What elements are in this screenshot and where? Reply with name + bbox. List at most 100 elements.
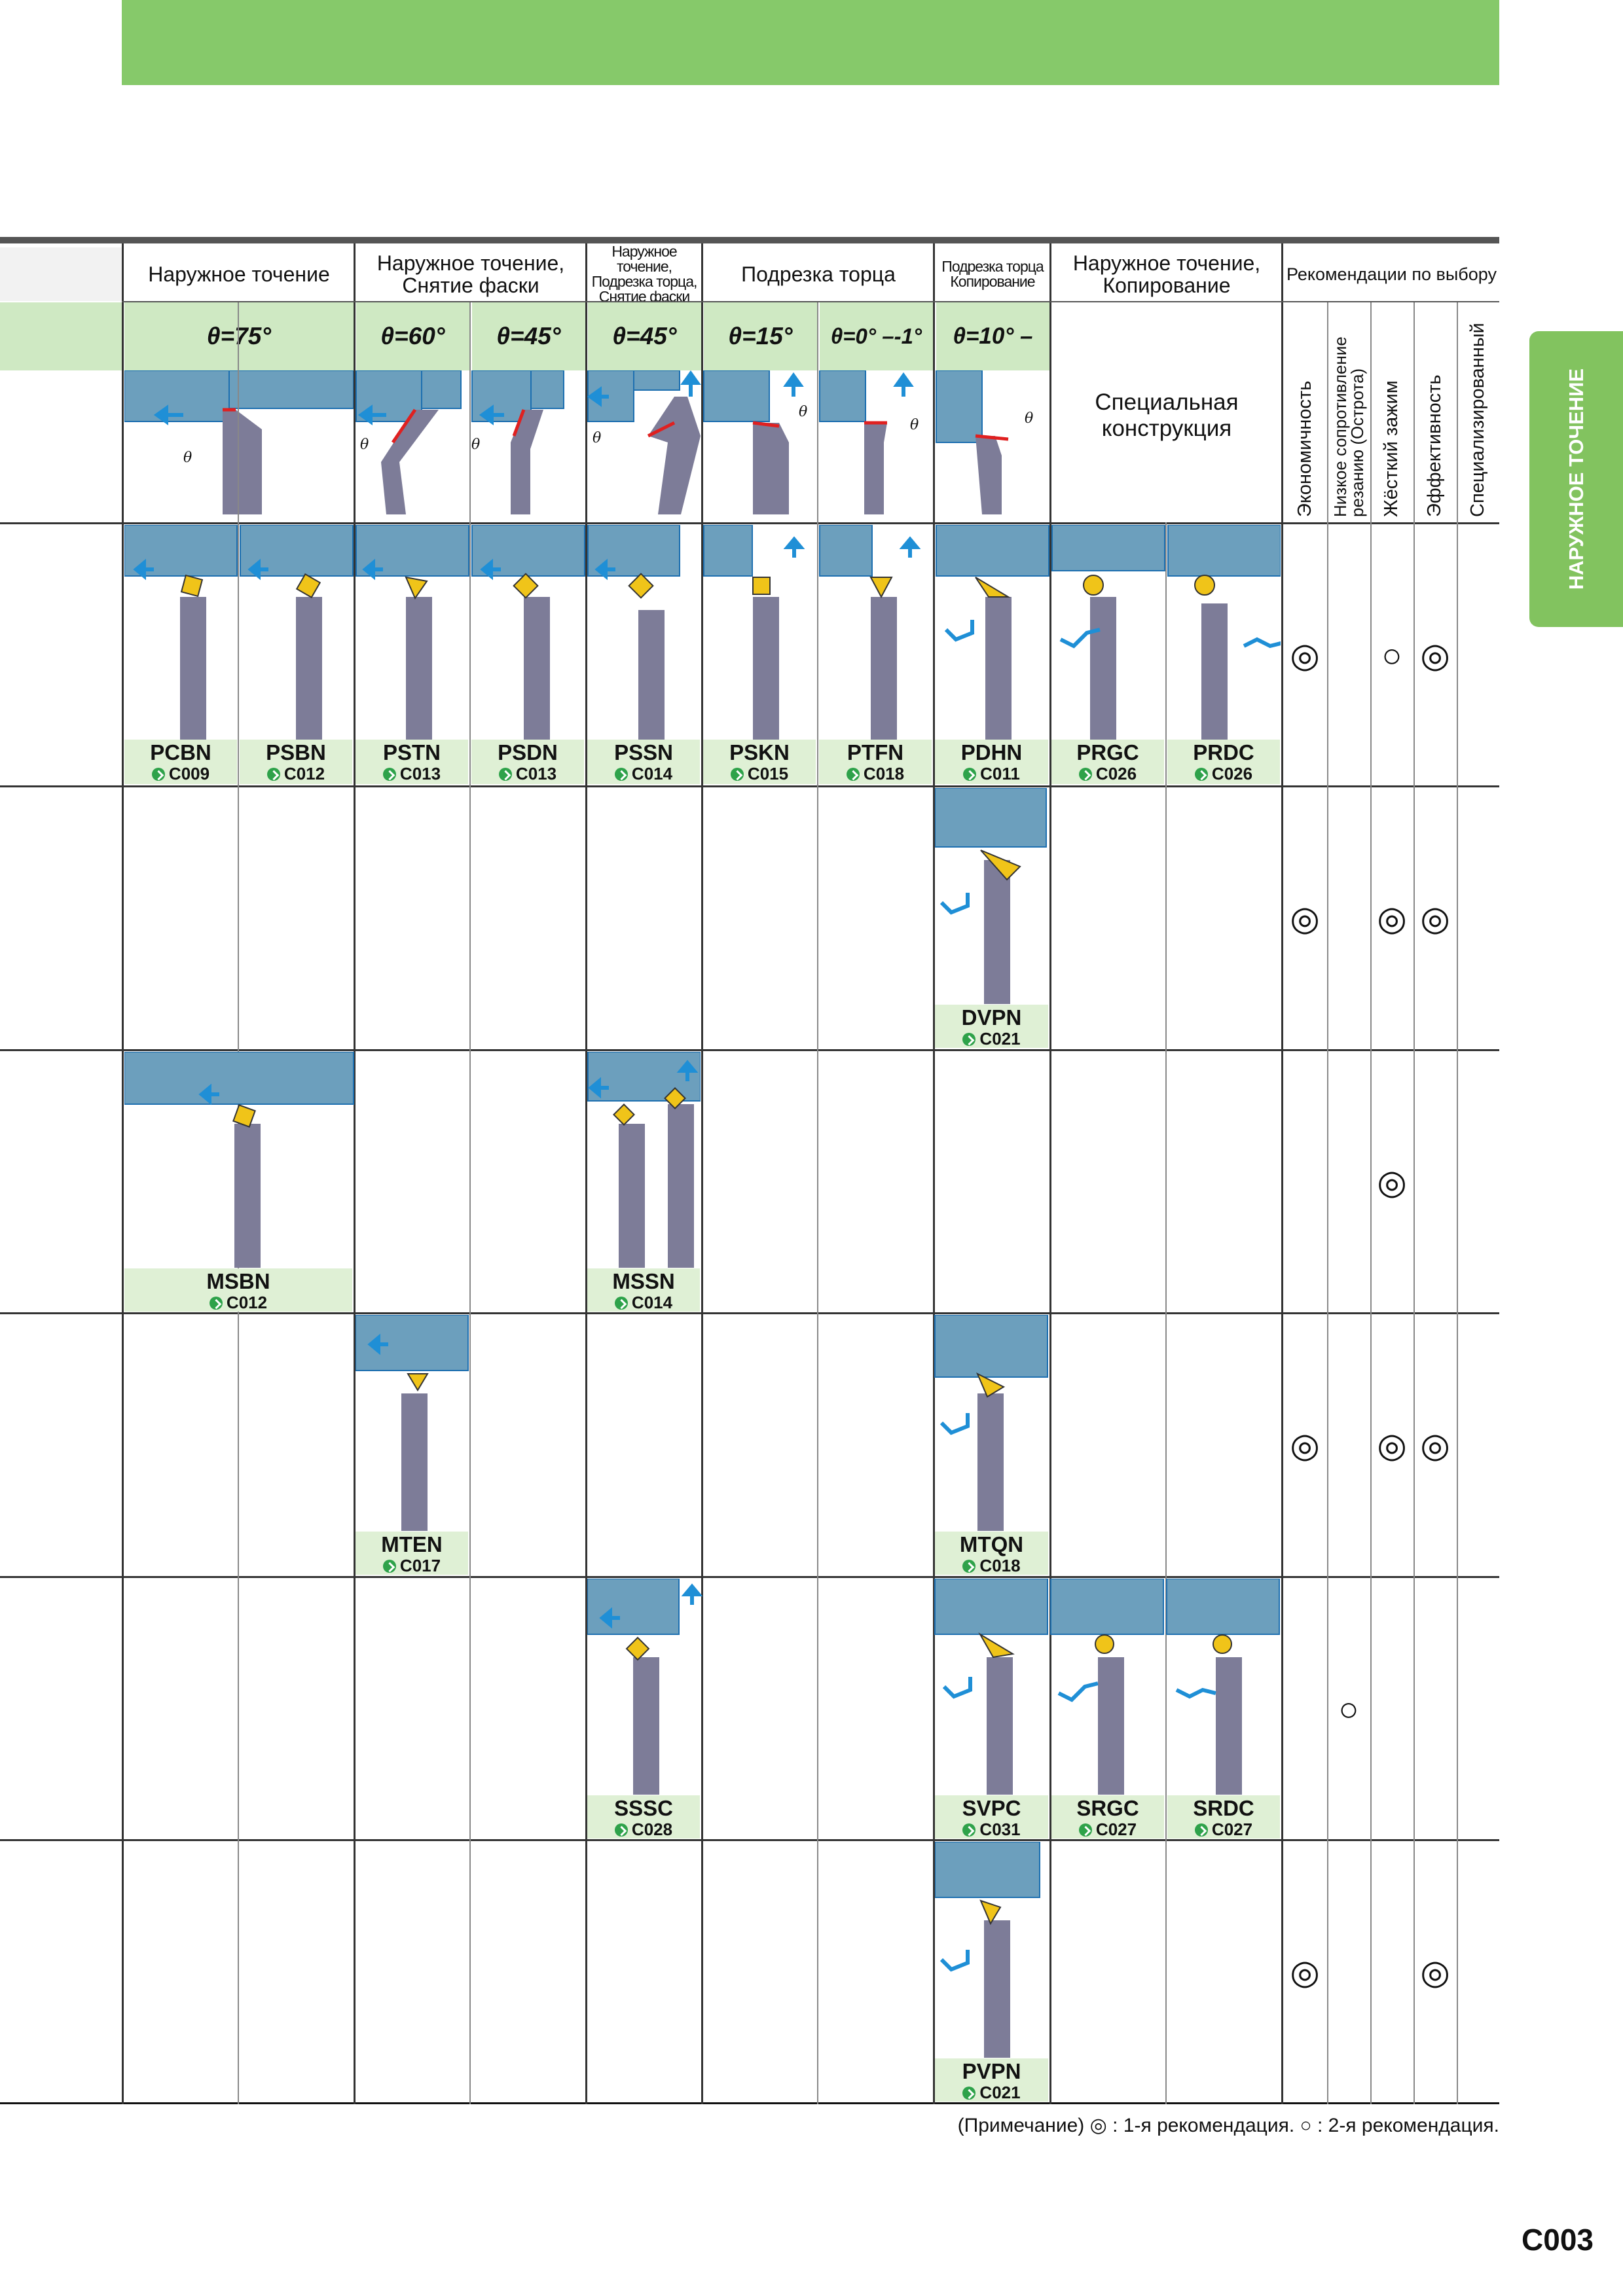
rec-mark-r4-efficiency: ◎ bbox=[1420, 1427, 1450, 1465]
col-rule-11 bbox=[1327, 301, 1328, 2104]
rec-mark-r4-rigid: ◎ bbox=[1377, 1427, 1407, 1465]
col-rule-13 bbox=[1413, 301, 1415, 2104]
arrow-right-icon bbox=[382, 1560, 396, 1573]
arrow-right-icon bbox=[730, 768, 744, 781]
arrow-right-icon bbox=[846, 768, 860, 781]
col-rule-2 bbox=[354, 243, 356, 2104]
rec-mark-r5-sharpness: ○ bbox=[1338, 1691, 1359, 1729]
rec-col-specialized: Специализированный bbox=[1467, 323, 1488, 517]
col-rule-12 bbox=[1370, 301, 1372, 2104]
row5-tool-illustrations bbox=[587, 1579, 1280, 1795]
row6-tool-PVPN bbox=[935, 1842, 1040, 2058]
angle-60: θ=60° bbox=[356, 302, 469, 370]
rec-mark-r1-rigid: ○ bbox=[1381, 637, 1402, 675]
svg-text:θ: θ bbox=[183, 450, 192, 466]
row4-tool-illustrations bbox=[356, 1315, 1048, 1531]
col-rule-5 bbox=[701, 243, 703, 2104]
angle-15: θ=15° bbox=[704, 302, 817, 370]
header-facing: Подрезка торца bbox=[741, 262, 896, 286]
arrow-right-icon bbox=[614, 1297, 628, 1310]
svg-text:θ: θ bbox=[593, 430, 601, 446]
row3-tool-illustrations bbox=[124, 1052, 701, 1268]
svg-text:θ: θ bbox=[910, 417, 919, 433]
col-rule-6 bbox=[817, 301, 818, 2104]
arrow-right-icon bbox=[962, 1560, 976, 1573]
col-rule-3 bbox=[469, 301, 471, 2104]
arrow-right-icon bbox=[266, 768, 280, 781]
angle-10: θ=10° – bbox=[936, 302, 1049, 370]
rec-col-rigid-clamping: Жёсткий зажим bbox=[1381, 380, 1402, 517]
svg-text:θ: θ bbox=[799, 404, 807, 420]
header-outer-turning: Наружное точение bbox=[148, 262, 330, 286]
arrow-right-icon bbox=[614, 1823, 628, 1837]
row-rule-4 bbox=[0, 1312, 1499, 1314]
angle-45-a: θ=45° bbox=[472, 302, 585, 370]
arrow-right-icon bbox=[1078, 1823, 1092, 1837]
arrow-right-icon bbox=[151, 768, 165, 781]
section-side-tab: НАРУЖНОЕ ТОЧЕНИЕ bbox=[1529, 331, 1623, 627]
rec-mark-r6-economy: ◎ bbox=[1290, 1954, 1320, 1992]
row-rule-6 bbox=[0, 1839, 1499, 1841]
left-ghost-cell-1 bbox=[0, 247, 122, 301]
col-rule-9 bbox=[1165, 522, 1167, 2104]
special-design-label: Специальная конструкция bbox=[1095, 389, 1239, 441]
table-top-rule bbox=[0, 237, 1499, 243]
rec-mark-r4-economy: ◎ bbox=[1290, 1427, 1320, 1465]
angle-45-b: θ=45° bbox=[588, 302, 701, 370]
section-tab-label: НАРУЖНОЕ ТОЧЕНИЕ bbox=[1564, 368, 1588, 590]
row1-tool-illustrations bbox=[124, 525, 1281, 741]
arrow-right-icon bbox=[962, 1033, 976, 1046]
arrow-right-icon bbox=[382, 768, 396, 781]
arrow-right-icon bbox=[498, 768, 512, 781]
arrow-right-icon bbox=[1078, 768, 1092, 781]
header-facing-copying: Подрезка торца Копирование bbox=[941, 258, 1044, 290]
arrow-right-icon bbox=[614, 768, 628, 781]
footnote: (Примечание) ◎ : 1-я рекомендация. ○ : 2… bbox=[957, 2115, 1499, 2136]
arrow-right-icon bbox=[963, 768, 977, 781]
arrow-right-icon bbox=[209, 1297, 223, 1310]
rec-mark-r1-economy: ◎ bbox=[1290, 637, 1320, 675]
header-turning-facing-chamfer: Наружное точение, Подрезка торца, Снятие… bbox=[591, 243, 698, 305]
col-rule-0 bbox=[122, 243, 124, 2104]
angle-0: θ=0° –-1° bbox=[820, 302, 933, 370]
row-rule-2 bbox=[0, 785, 1499, 787]
arrow-right-icon bbox=[962, 1823, 976, 1837]
arrow-right-icon bbox=[1194, 1823, 1208, 1837]
row-rule-1 bbox=[0, 522, 1499, 524]
rec-col-economy: Экономичность bbox=[1294, 380, 1315, 517]
row-rule-5 bbox=[0, 1576, 1499, 1578]
svg-text:θ: θ bbox=[471, 437, 480, 453]
rec-mark-r2-economy: ◎ bbox=[1290, 900, 1320, 938]
angle-75: θ=75° bbox=[124, 302, 354, 370]
rec-mark-r3-rigid: ◎ bbox=[1377, 1164, 1407, 1202]
arrow-right-icon bbox=[962, 2087, 976, 2100]
header-rule bbox=[122, 301, 1499, 302]
svg-text:θ: θ bbox=[360, 437, 369, 453]
header-turning-copying: Наружное точение, Копирование bbox=[1072, 251, 1261, 297]
rec-col-efficiency: Эффективность bbox=[1424, 374, 1445, 517]
page-number: C003 bbox=[1522, 2223, 1594, 2257]
arrow-right-icon bbox=[1194, 768, 1208, 781]
table-bottom-rule bbox=[0, 2102, 1499, 2104]
rec-mark-r2-rigid: ◎ bbox=[1377, 900, 1407, 938]
